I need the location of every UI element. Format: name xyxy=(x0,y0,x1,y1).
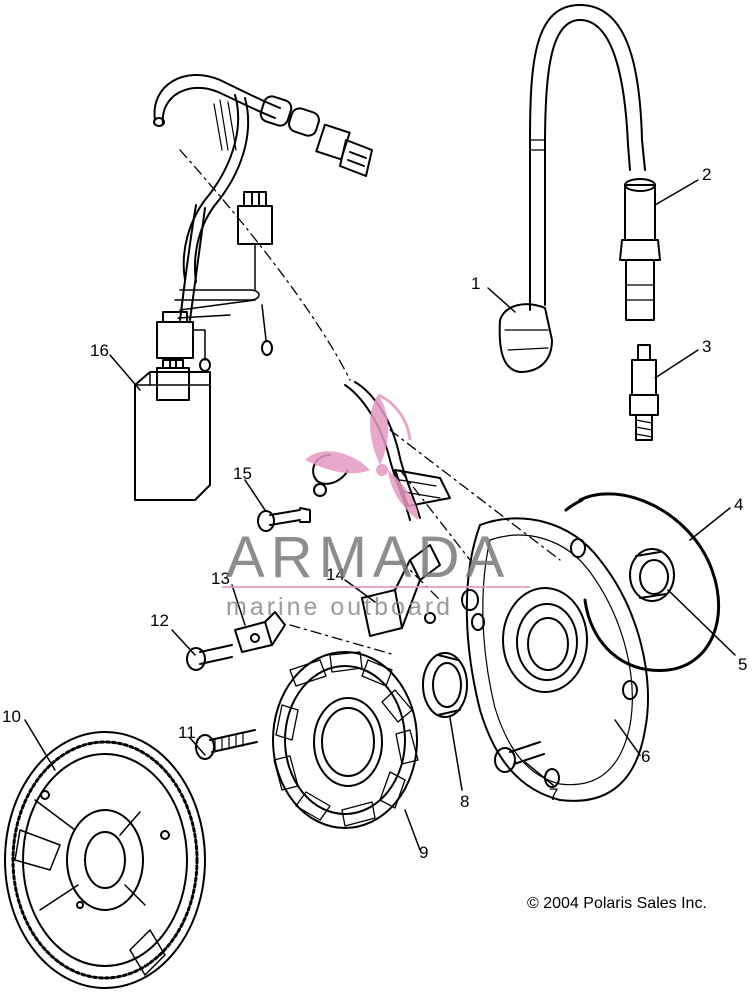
o-ring-drawing xyxy=(564,492,721,672)
armada-watermark: ARMADA marine outboard xyxy=(222,393,530,621)
callout-11: 11 xyxy=(178,723,196,742)
ignition-coil-drawing xyxy=(498,4,646,373)
callout-4: 4 xyxy=(734,495,743,514)
leader-lines xyxy=(24,179,736,851)
callout-10: 10 xyxy=(2,707,21,726)
callout-15: 15 xyxy=(233,464,252,483)
callout-14: 14 xyxy=(326,565,345,584)
spark-plug-drawing xyxy=(629,344,659,441)
watermark-logo-icon xyxy=(305,393,419,520)
seal-drawing xyxy=(422,652,468,718)
spark-plug-cap-drawing xyxy=(619,178,661,321)
callout-16: 16 xyxy=(90,341,109,360)
callout-labels: 1 2 3 4 5 6 7 8 9 10 11 12 13 14 15 16 xyxy=(2,165,747,862)
callout-12: 12 xyxy=(150,611,169,630)
callout-7: 7 xyxy=(549,785,558,804)
bolt-drawing xyxy=(494,741,545,773)
callout-13: 13 xyxy=(211,569,230,588)
watermark-brand: ARMADA xyxy=(226,525,510,590)
ground-screw-drawing xyxy=(257,507,311,532)
bracket-drawing xyxy=(234,611,286,653)
stator-bolt-drawing xyxy=(195,729,258,760)
callout-5: 5 xyxy=(738,655,747,674)
oil-seal-drawing xyxy=(629,548,675,602)
stator-drawing xyxy=(272,651,419,829)
flywheel-drawing xyxy=(4,731,206,989)
stator-plate-drawing xyxy=(461,517,649,802)
cdi-module-drawing xyxy=(134,359,211,501)
callout-2: 2 xyxy=(702,165,711,184)
copyright-notice: © 2004 Polaris Sales Inc. xyxy=(527,895,707,912)
watermark-tagline: marine outboard xyxy=(226,593,453,621)
callout-9: 9 xyxy=(419,843,428,862)
callout-6: 6 xyxy=(641,747,650,766)
wiring-harness xyxy=(153,74,373,372)
screw-drawing xyxy=(186,644,233,671)
callout-1: 1 xyxy=(471,274,480,293)
callout-3: 3 xyxy=(702,337,711,356)
callout-8: 8 xyxy=(460,792,469,811)
